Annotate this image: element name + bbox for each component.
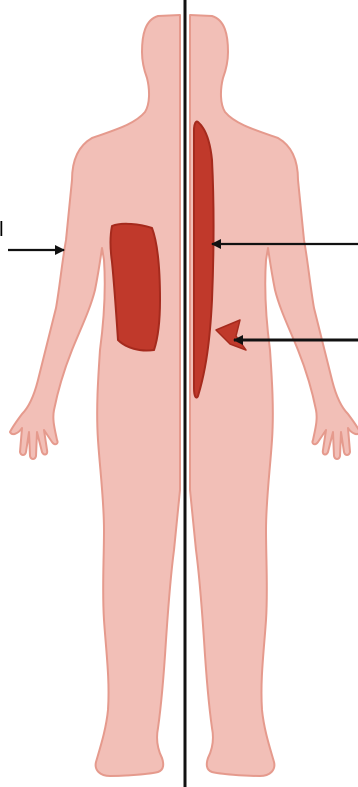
back-body — [190, 15, 358, 776]
front-body — [10, 15, 180, 776]
back-body-silhouette — [190, 15, 358, 776]
left-label-line-1: ol — [0, 219, 4, 241]
front-body-silhouette — [10, 15, 180, 776]
front-side-lesion — [111, 224, 161, 351]
